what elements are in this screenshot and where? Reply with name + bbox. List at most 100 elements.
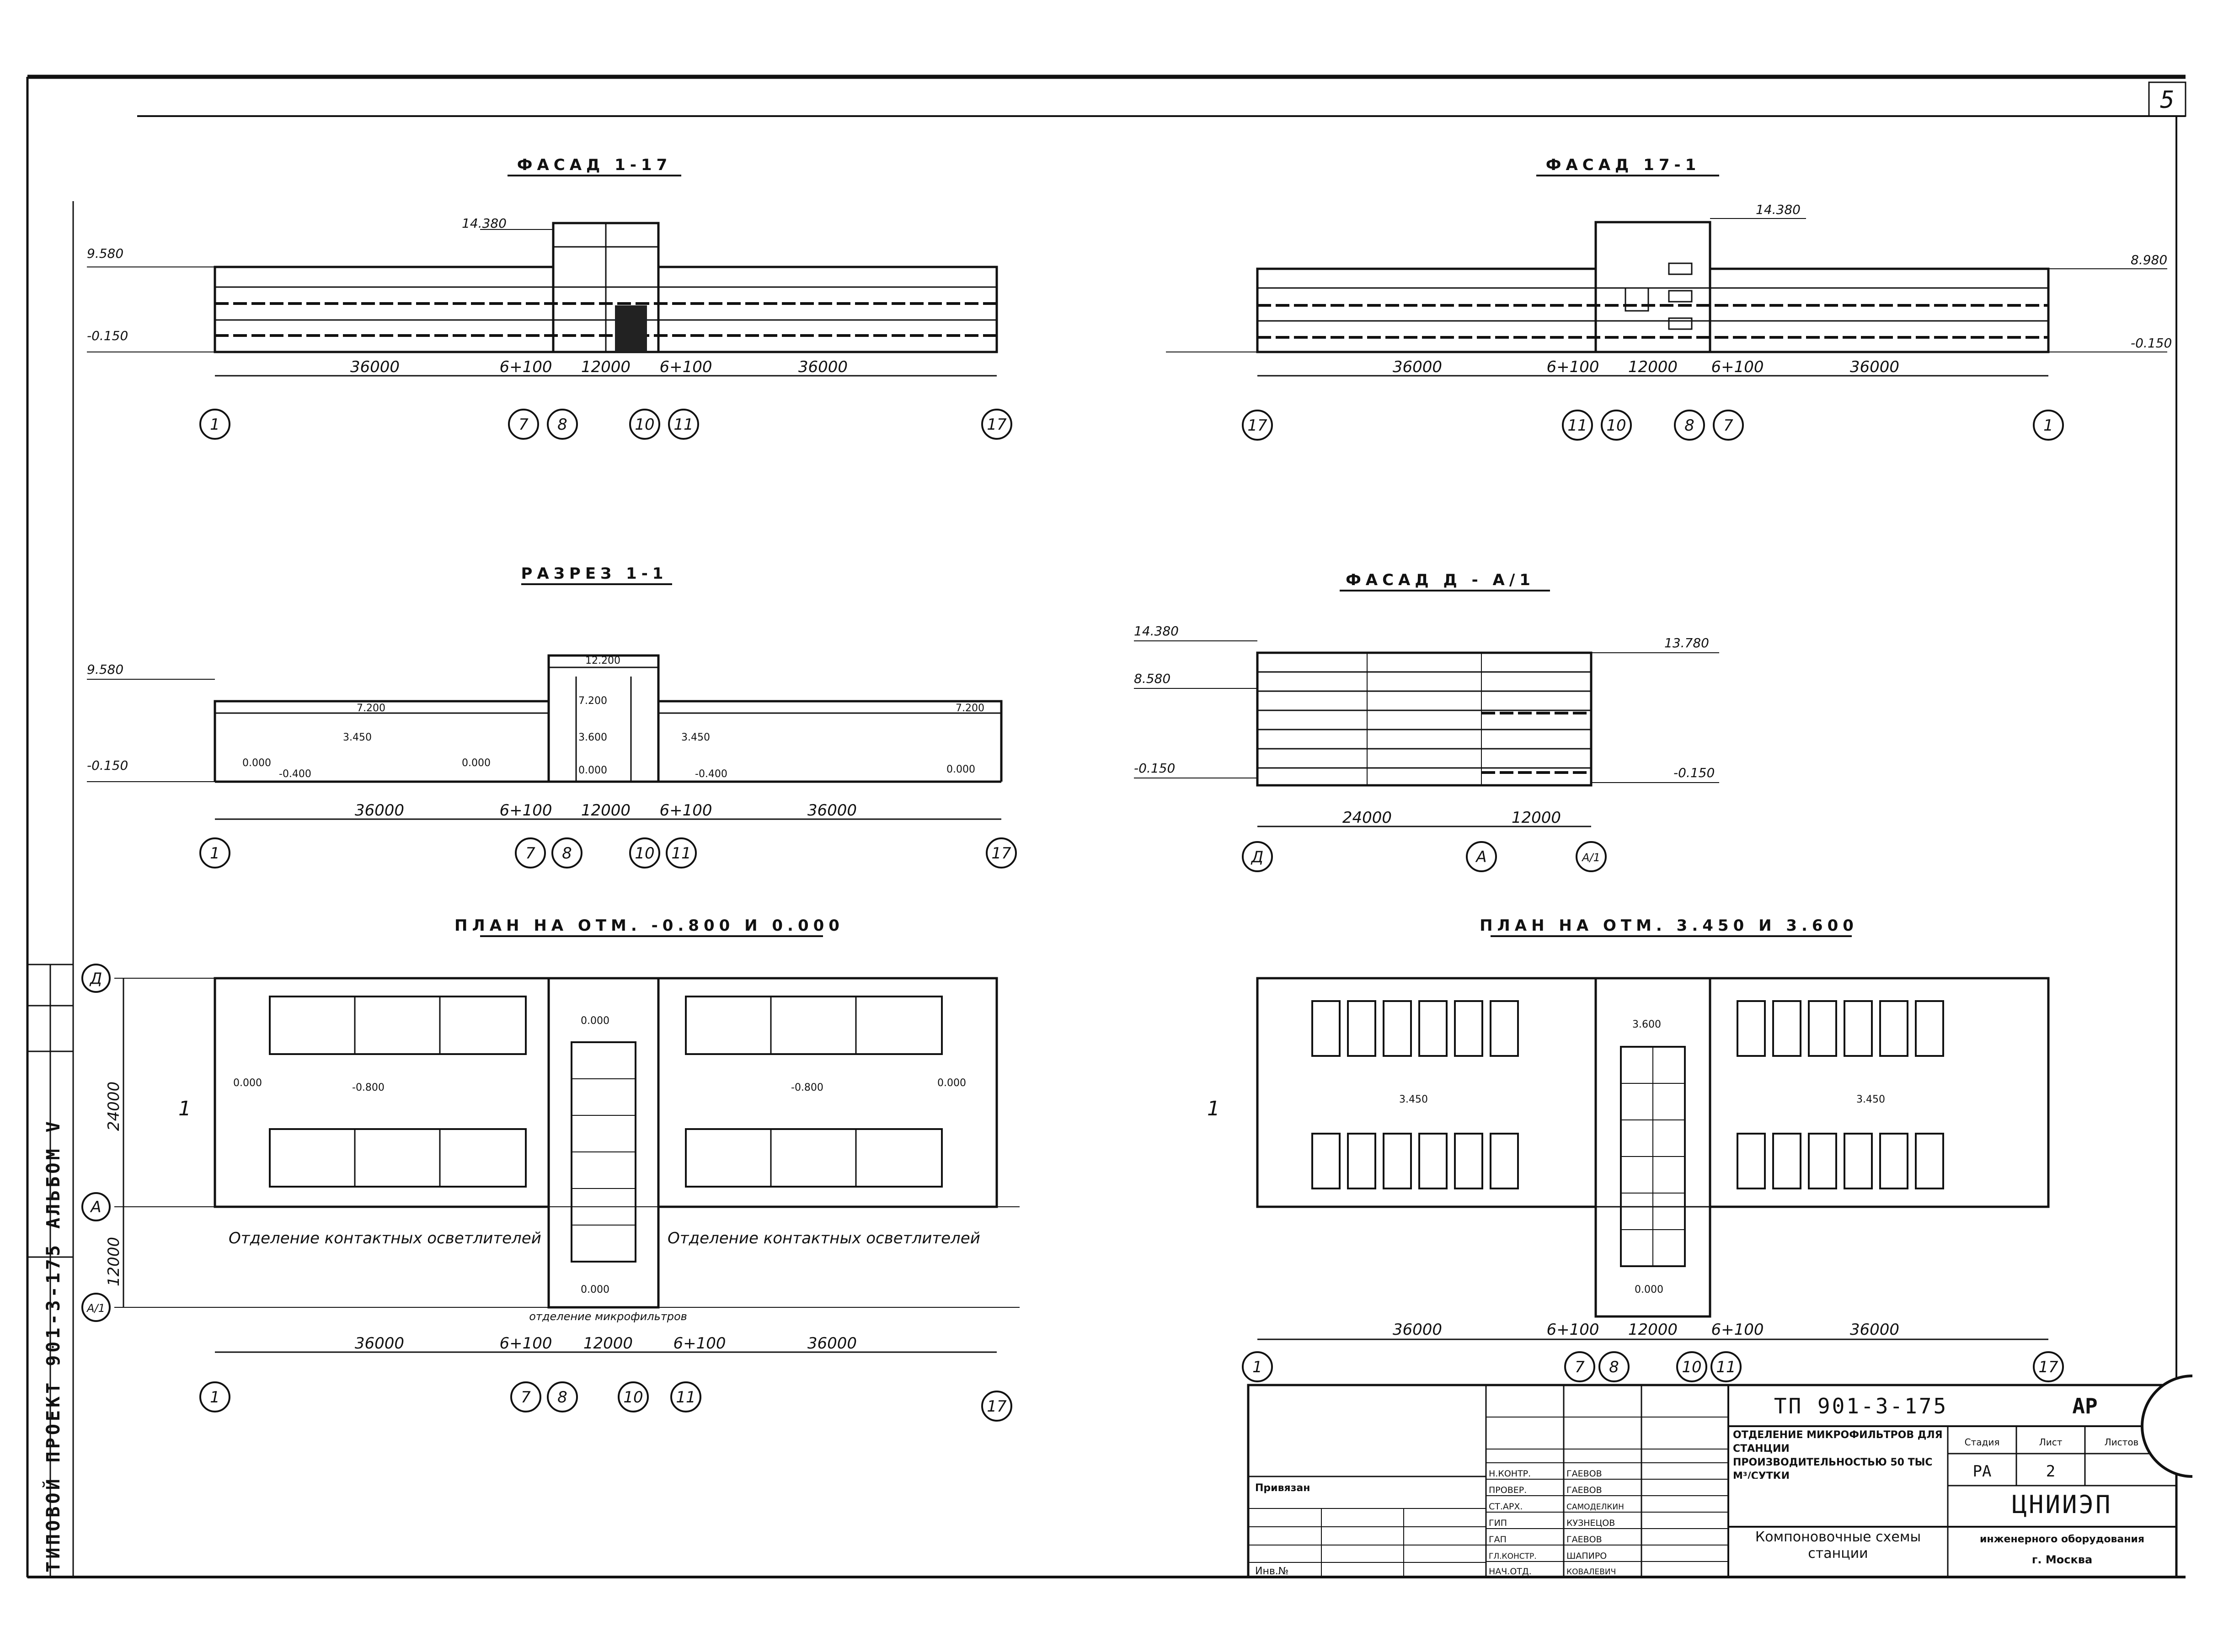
facade-1-17-elev-mid: 9.580	[87, 246, 123, 261]
section-level: -0.400	[695, 768, 727, 780]
plan-0-room-label-core: отделение микрофильтров	[529, 1310, 687, 1323]
signature-roles: Н.КОНТР. ПРОВЕР. СТ.АРХ. ГИП ГАП ГЛ.КОНС…	[1489, 1469, 1537, 1577]
axis-marker: 10	[1682, 1358, 1701, 1376]
plan-level: 0.000	[1635, 1284, 1663, 1295]
axis-marker: 11	[1567, 416, 1587, 435]
plan-3-dim-core-left: 6+100	[1546, 1321, 1599, 1339]
axis-marker: 17	[2038, 1358, 2058, 1376]
section-level: -0.400	[279, 768, 311, 780]
section-level: 0.000	[462, 757, 491, 769]
facade-d-a1-title: ФАСАД Д - А/1	[1346, 571, 1535, 589]
axis-marker: 10	[1606, 416, 1626, 435]
plan-3-dim-right: 36000	[1850, 1321, 1899, 1339]
plan-level: -0.800	[791, 1082, 823, 1093]
plan-level: -0.800	[352, 1082, 385, 1093]
section-level: 3.450	[681, 732, 710, 743]
axis-marker: А	[90, 1198, 101, 1216]
role-cell: ГИП	[1489, 1518, 1507, 1528]
plan-3-dim-core-right: 6+100	[1711, 1321, 1764, 1339]
sheet-name: Компоновочные схемы станции	[1755, 1529, 1921, 1561]
facade-d-a1-dim-left: 24000	[1342, 809, 1392, 827]
axis-marker: 8	[1684, 416, 1694, 435]
facade-17-1-elev-ground: -0.150	[2131, 336, 2172, 351]
axis-marker: 8	[562, 844, 572, 863]
axis-marker: 8	[1609, 1358, 1619, 1376]
axis-marker: 11	[1716, 1358, 1736, 1376]
plan-level: 0.000	[233, 1077, 262, 1089]
facade-17-1-elev-mid: 8.980	[2131, 252, 2167, 267]
axis-marker: 11	[671, 844, 691, 863]
facade-1-17-elev-top: 14.380	[462, 216, 507, 231]
plan-0-dim-core-left: 6+100	[499, 1334, 552, 1353]
facade-1-17-dim-right: 36000	[798, 358, 848, 376]
facade-d-a1-elev-top: 14.380	[1134, 623, 1179, 639]
axis-marker: 10	[635, 416, 654, 434]
name-cell: ГАЕВОВ	[1566, 1485, 1602, 1495]
sheet-number: 5	[2160, 86, 2174, 114]
name-cell: ГАЕВОВ	[1566, 1469, 1602, 1479]
title-block: ТП 901-3-175 АР Привязан Инв.№ Н.КОНТР. …	[1247, 1375, 2193, 1578]
section-level: 12.200	[585, 655, 620, 666]
section-level: 0.000	[946, 764, 975, 775]
plan-0-cut-mark: 1	[178, 1097, 191, 1120]
plan-0-dim-core: 12000	[583, 1334, 633, 1353]
section-level: 3.600	[578, 732, 607, 743]
plan-3-dim-core: 12000	[1628, 1321, 1678, 1339]
role-cell: НАЧ.ОТД.	[1489, 1567, 1532, 1577]
facade-17-1-dim-core-left: 6+100	[1546, 358, 1599, 376]
axis-marker: 10	[623, 1388, 643, 1407]
drawing-description: ОТДЕЛЕНИЕ МИКРОФИЛЬТРОВ ДЛЯ СТАНЦИИ ПРОИ…	[1733, 1429, 1943, 1479]
role-cell: ПРОВЕР.	[1489, 1485, 1527, 1495]
facade-1-17: ФАСАД 1-17 14.380 9.580 -0.150 36000 6+1…	[87, 156, 1012, 440]
axis-marker: 10	[635, 844, 654, 863]
plan-3-tank-cells	[1311, 1000, 1944, 1189]
org-city: г. Москва	[2032, 1553, 2092, 1566]
facade-1-17-dim-core: 12000	[581, 358, 631, 376]
axis-marker: 8	[557, 1388, 567, 1407]
signature-names: ГАЕВОВ ГАЕВОВ САМОДЕЛКИН КУЗНЕЦОВ ГАЕВОВ…	[1566, 1469, 1624, 1577]
axis-marker: 1	[210, 844, 220, 863]
section-1-1-title: РАЗРЕЗ 1-1	[521, 565, 668, 583]
sheet-frame: 5 ТИПОВОЙ ПРОЕКТ 901-3-175 АЛЬБОМ V	[26, 75, 2186, 1578]
role-cell: ГАП	[1489, 1535, 1507, 1545]
section-level: 7.200	[956, 703, 984, 714]
axis-marker: А/1	[1581, 851, 1600, 864]
axis-marker: 17	[991, 844, 1011, 863]
plan-level: 3.450	[1399, 1094, 1428, 1105]
name-cell: КУЗНЕЦОВ	[1566, 1518, 1615, 1528]
plan-0-row-axis-markers: Д А А/1	[81, 964, 111, 1322]
facade-d-a1-elev-mid: 8.580	[1134, 671, 1170, 686]
axis-marker: 1	[210, 1388, 220, 1407]
plan-0-axis-markers: 1 7 8 10 11 17	[199, 1381, 1012, 1422]
axis-marker: Д	[89, 970, 102, 988]
section-1-1-axis-markers: 1 7 8 10 11 17	[199, 837, 1017, 869]
facade-d-a1-elev-right-top: 13.780	[1664, 635, 1709, 650]
binding-hole	[2141, 1375, 2193, 1478]
facade-17-1-axis-markers: 17 11 10 8 7 1	[1242, 410, 2064, 441]
facade-17-1-title: ФАСАД 17-1	[1546, 156, 1701, 174]
section-1-1-dim-core-left: 6+100	[499, 801, 552, 820]
axis-marker: А/1	[86, 1302, 105, 1315]
axis-marker: 11	[673, 416, 693, 434]
facade-1-17-dim-left: 36000	[350, 358, 400, 376]
plan-level: 0.000	[937, 1077, 966, 1089]
axis-marker: 7	[521, 1388, 531, 1407]
axis-marker: 8	[557, 416, 567, 434]
axis-marker: Д	[1251, 848, 1264, 866]
facade-d-a1-elev-right-ground: -0.150	[1673, 765, 1715, 780]
axis-marker: 1	[210, 416, 220, 434]
facade-1-17-dim-core-left: 6+100	[499, 358, 552, 376]
plan-level: 0.000	[581, 1284, 609, 1295]
plan-3-title: ПЛАН НА ОТМ. 3.450 И 3.600	[1480, 917, 1858, 935]
name-cell: ГАЕВОВ	[1566, 1535, 1602, 1545]
plan-level: 3.600	[1632, 1019, 1661, 1030]
project-code: ТП 901-3-175	[1774, 1394, 1948, 1418]
axis-marker: 7	[518, 416, 529, 434]
section-1-1-elev-ground: -0.150	[87, 758, 128, 773]
facade-17-1-elev-top: 14.380	[1756, 202, 1801, 217]
axis-marker: 7	[1575, 1358, 1585, 1376]
name-cell: САМОДЕЛКИН	[1566, 1503, 1624, 1512]
facade-d-a1-dim-right: 12000	[1512, 809, 1561, 827]
plan-0-dim-left: 36000	[355, 1334, 404, 1353]
